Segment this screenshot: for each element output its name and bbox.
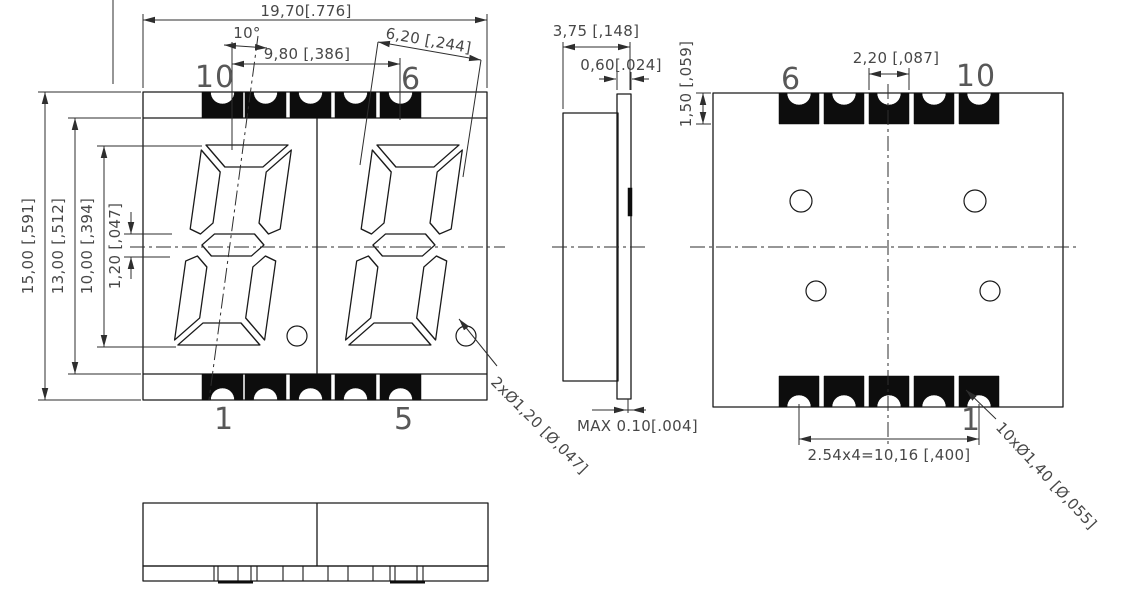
- back-top-pads: [778, 92, 1000, 125]
- front-view: [112, 0, 505, 401]
- bottom-pad-ticks: [213, 566, 424, 581]
- pad-icon: [379, 373, 422, 401]
- pad-icon: [913, 375, 955, 408]
- pad-icon: [868, 375, 910, 408]
- pad-icon: [334, 373, 377, 401]
- dim-window-height: 13,00 [,512]: [49, 198, 67, 294]
- dim-decimal-point: 2xØ1,20 [Ø,047]: [487, 373, 592, 478]
- pad-icon: [913, 92, 955, 125]
- pad-icon: [201, 91, 244, 119]
- bottom-view: [142, 502, 489, 584]
- dim-tilt-angle: 10°: [233, 24, 261, 42]
- dim-digit-height: 10,00 [,394]: [78, 198, 96, 294]
- tilt-reference-line: [208, 35, 259, 401]
- pad-icon: [823, 375, 865, 408]
- mounting-hole: [979, 280, 1001, 302]
- dim-digit-width: 6,20 [,244]: [384, 24, 472, 57]
- front-bottom-pads: [201, 373, 422, 401]
- pad-icon: [244, 91, 287, 119]
- pad-icon: [289, 373, 332, 401]
- bottom-body-outline: [142, 502, 489, 567]
- side-view: 3,75 [,148] 0,60[.024] MAX 0.10[.004]: [552, 22, 698, 435]
- pin-label-front-top-right: 6: [401, 62, 421, 97]
- pin-label-back-top-left: 6: [781, 62, 801, 97]
- dim-depth: 3,75 [,148]: [553, 22, 640, 40]
- decimal-point-left: [286, 325, 308, 347]
- pin-label-front-bottom-left: 1: [214, 402, 234, 437]
- dim-castellation: 10xØ1,40 [Ø,055]: [992, 418, 1100, 532]
- pad-icon: [823, 92, 865, 125]
- pad-icon: [778, 92, 820, 125]
- dim-digit-pitch: 9,80 [,386]: [264, 45, 351, 63]
- pad-icon: [778, 375, 820, 408]
- pin-label-front-top-left: 10: [195, 60, 235, 95]
- mounting-hole: [963, 189, 987, 213]
- mounting-hole: [805, 280, 827, 302]
- side-pad-section: [627, 187, 633, 217]
- pad-icon: [289, 91, 332, 119]
- back-view: 1,50 [,059] 2,20 [,087] 2.54x4=10,16 [,4…: [677, 41, 1100, 533]
- dim-standoff-max: MAX 0.10[.004]: [577, 417, 698, 435]
- digit-left: [173, 144, 293, 346]
- dim-overall-width: 19,70[.776]: [260, 2, 351, 20]
- pin-label-back-bottom-right: 1: [961, 403, 981, 438]
- pad-icon: [868, 92, 910, 125]
- mounting-hole: [789, 189, 813, 213]
- front-dimensions: 19,70[.776] 10° 9,80 [,386] 6,20 [,244] …: [19, 2, 592, 478]
- front-package-outline: [142, 91, 488, 401]
- pad-icon: [201, 373, 244, 401]
- dim-substrate-thickness: 0,60[.024]: [580, 56, 662, 74]
- bottom-substrate-strip: [142, 565, 489, 582]
- dim-pin-pitch: 2.54x4=10,16 [,400]: [808, 446, 971, 464]
- pin-label-front-bottom-right: 5: [394, 402, 414, 437]
- dim-overall-height: 15,00 [,591]: [19, 198, 37, 294]
- pad-icon: [958, 92, 1000, 125]
- pin-label-back-top-right: 10: [956, 59, 996, 94]
- pad-icon: [244, 373, 287, 401]
- dim-pad-width: 2,20 [,087]: [853, 49, 940, 67]
- front-top-pads: [201, 91, 422, 119]
- dim-segment-width: 1,20 [,047]: [106, 203, 124, 290]
- digit-right: [344, 144, 464, 346]
- dim-pad-height: 1,50 [,059]: [677, 41, 695, 128]
